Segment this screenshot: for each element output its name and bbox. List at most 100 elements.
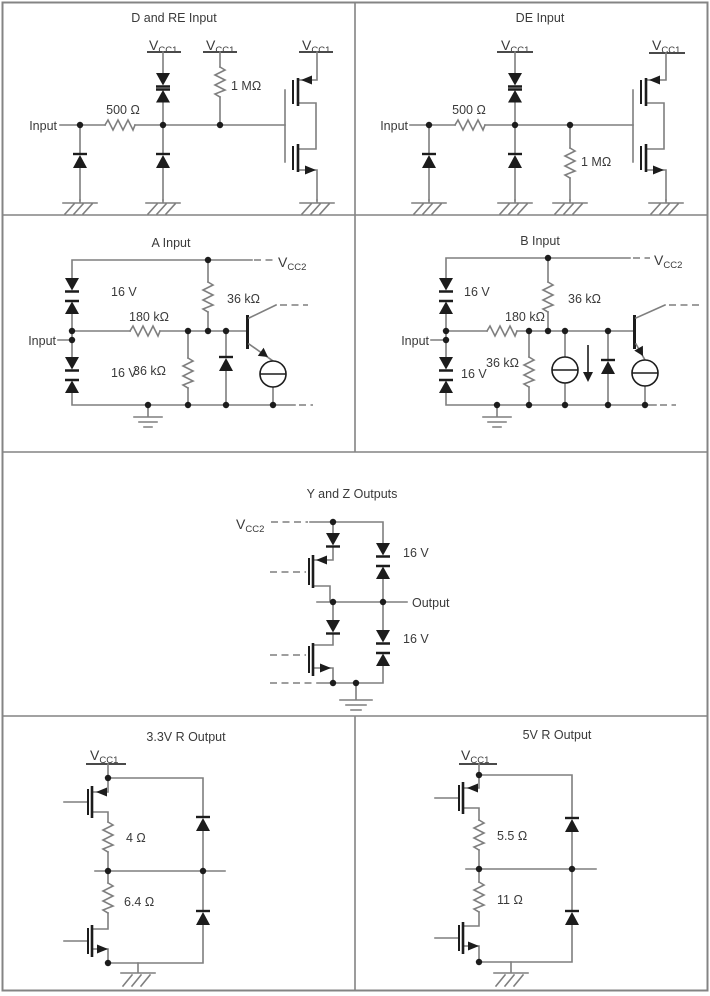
- chassis-ground-icon: [120, 962, 156, 988]
- pmos-arrow-icon: [467, 783, 478, 793]
- vcc1-label: VCC1: [206, 37, 234, 56]
- zener-pair-top: [376, 543, 390, 579]
- panel-b-input: B Input VCC2 Input 16 V 16 V 180 kΩ 36 k…: [401, 234, 699, 428]
- zener-pair-bottom: [65, 357, 79, 393]
- resistor-top-label: 5.5 Ω: [497, 829, 527, 843]
- panel-de-input: DE Input VCC1 VCC1 Input 500 Ω 1 MΩ: [380, 11, 685, 216]
- nmos-arrow-icon: [97, 944, 108, 954]
- resistor-top: [101, 820, 115, 854]
- chassis-ground-icon: [145, 199, 181, 216]
- junction-dots: [76, 121, 224, 129]
- earth-ground-icon: [482, 404, 512, 428]
- panel-3v3-r-output: 3.3V R Output VCC1 4 Ω 6.4 Ω: [63, 730, 226, 988]
- resistor-36k-top-label: 36 kΩ: [568, 292, 601, 306]
- resistor-36k-bottom: [181, 356, 195, 390]
- resistor-500-label: 500 Ω: [106, 103, 140, 117]
- resistor-1m-label: 1 MΩ: [581, 155, 611, 169]
- vcc1-label: VCC1: [652, 37, 680, 56]
- resistor-top-label: 4 Ω: [126, 831, 146, 845]
- nmos-arrow-icon: [320, 663, 331, 673]
- resistor-1m: [563, 146, 577, 180]
- chassis-ground-icon: [552, 199, 588, 216]
- vcc2-label: VCC2: [278, 254, 306, 273]
- wiring: [57, 259, 313, 406]
- pmos-arrow-icon: [316, 555, 327, 565]
- nmos-arrow-icon: [468, 941, 479, 951]
- current-direction-arrow-icon: [583, 345, 593, 382]
- zener-pair-bottom: [376, 630, 390, 666]
- junction-dots: [475, 771, 576, 966]
- zener-top-label: 16 V: [111, 285, 137, 299]
- vcc2-label: VCC2: [236, 516, 264, 535]
- clamp-diode: [422, 152, 436, 168]
- wiring: [430, 257, 699, 406]
- chassis-ground-icon: [299, 199, 335, 216]
- resistor-bottom-label: 6.4 Ω: [124, 895, 154, 909]
- resistor-36k-top: [541, 280, 555, 314]
- vcc2-label: VCC2: [654, 252, 682, 271]
- nmos-transistor: [87, 925, 108, 957]
- clamp-diode: [601, 358, 615, 374]
- output-label: Output: [412, 596, 450, 610]
- resistor-500-label: 500 Ω: [452, 103, 486, 117]
- chassis-ground-icon: [62, 199, 98, 216]
- resistor-180k-label: 180 kΩ: [129, 310, 169, 324]
- vcc1-label: VCC1: [90, 747, 118, 766]
- panel-d-re-input: D and RE Input VCC1 VCC1 VCC1 Input 500 …: [29, 11, 335, 216]
- body-diode: [565, 909, 579, 925]
- resistor-bottom-label: 11 Ω: [497, 893, 523, 907]
- resistor-bottom: [101, 881, 115, 915]
- resistor-180k: [485, 324, 519, 338]
- panel-y-z-outputs: Y and Z Outputs VCC2 Output 16 V 16 V: [236, 487, 450, 711]
- npn-transistor: [633, 303, 667, 362]
- panel-title: A Input: [152, 236, 191, 250]
- earth-ground-icon: [339, 682, 373, 711]
- vcc1-label: VCC1: [501, 37, 529, 56]
- resistor-500: [103, 118, 137, 132]
- clamp-diode: [508, 152, 522, 168]
- resistor-bottom: [472, 880, 486, 914]
- emitter-arrow-icon: [257, 347, 268, 357]
- npn-base-bar: [246, 315, 249, 349]
- pmos-arrow-icon: [649, 75, 660, 85]
- esd-diode-pair: [508, 73, 522, 103]
- vcc1-label: VCC1: [302, 37, 330, 56]
- nmos-transistor: [458, 922, 479, 954]
- body-diode: [196, 815, 210, 831]
- wiring: [409, 51, 634, 201]
- esd-diode-pair: [156, 73, 170, 103]
- nmos-arrow-icon: [305, 165, 316, 175]
- resistor-180k-label: 180 kΩ: [505, 310, 545, 324]
- panel-title: 5V R Output: [523, 728, 592, 742]
- input-label: Input: [28, 334, 56, 348]
- resistor-500: [453, 118, 487, 132]
- cmos-inverter: [284, 51, 318, 201]
- pmos-arrow-icon: [96, 787, 107, 797]
- input-label: Input: [380, 119, 408, 133]
- nmos-transistor: [308, 643, 331, 676]
- pmos-transistor: [458, 782, 478, 814]
- junction-dots: [329, 518, 387, 687]
- junction-dots: [442, 254, 649, 409]
- series-diode: [326, 620, 340, 635]
- current-source: [259, 360, 287, 388]
- input-label: Input: [401, 334, 429, 348]
- panel-title: B Input: [520, 234, 560, 248]
- panel-title: D and RE Input: [131, 11, 217, 25]
- junction-dots: [68, 256, 277, 409]
- body-diode: [565, 816, 579, 832]
- zener-top-label: 16 V: [464, 285, 490, 299]
- current-source: [551, 356, 579, 384]
- body-diode: [196, 909, 210, 925]
- resistor-top: [472, 818, 486, 852]
- resistor-180k: [128, 324, 162, 338]
- resistor-36k-top-label: 36 kΩ: [227, 292, 260, 306]
- resistor-36k-bottom: [522, 355, 536, 389]
- pmos-transistor: [87, 786, 107, 818]
- panel-title: DE Input: [516, 11, 565, 25]
- current-source: [631, 359, 659, 387]
- pmos-arrow-icon: [301, 75, 312, 85]
